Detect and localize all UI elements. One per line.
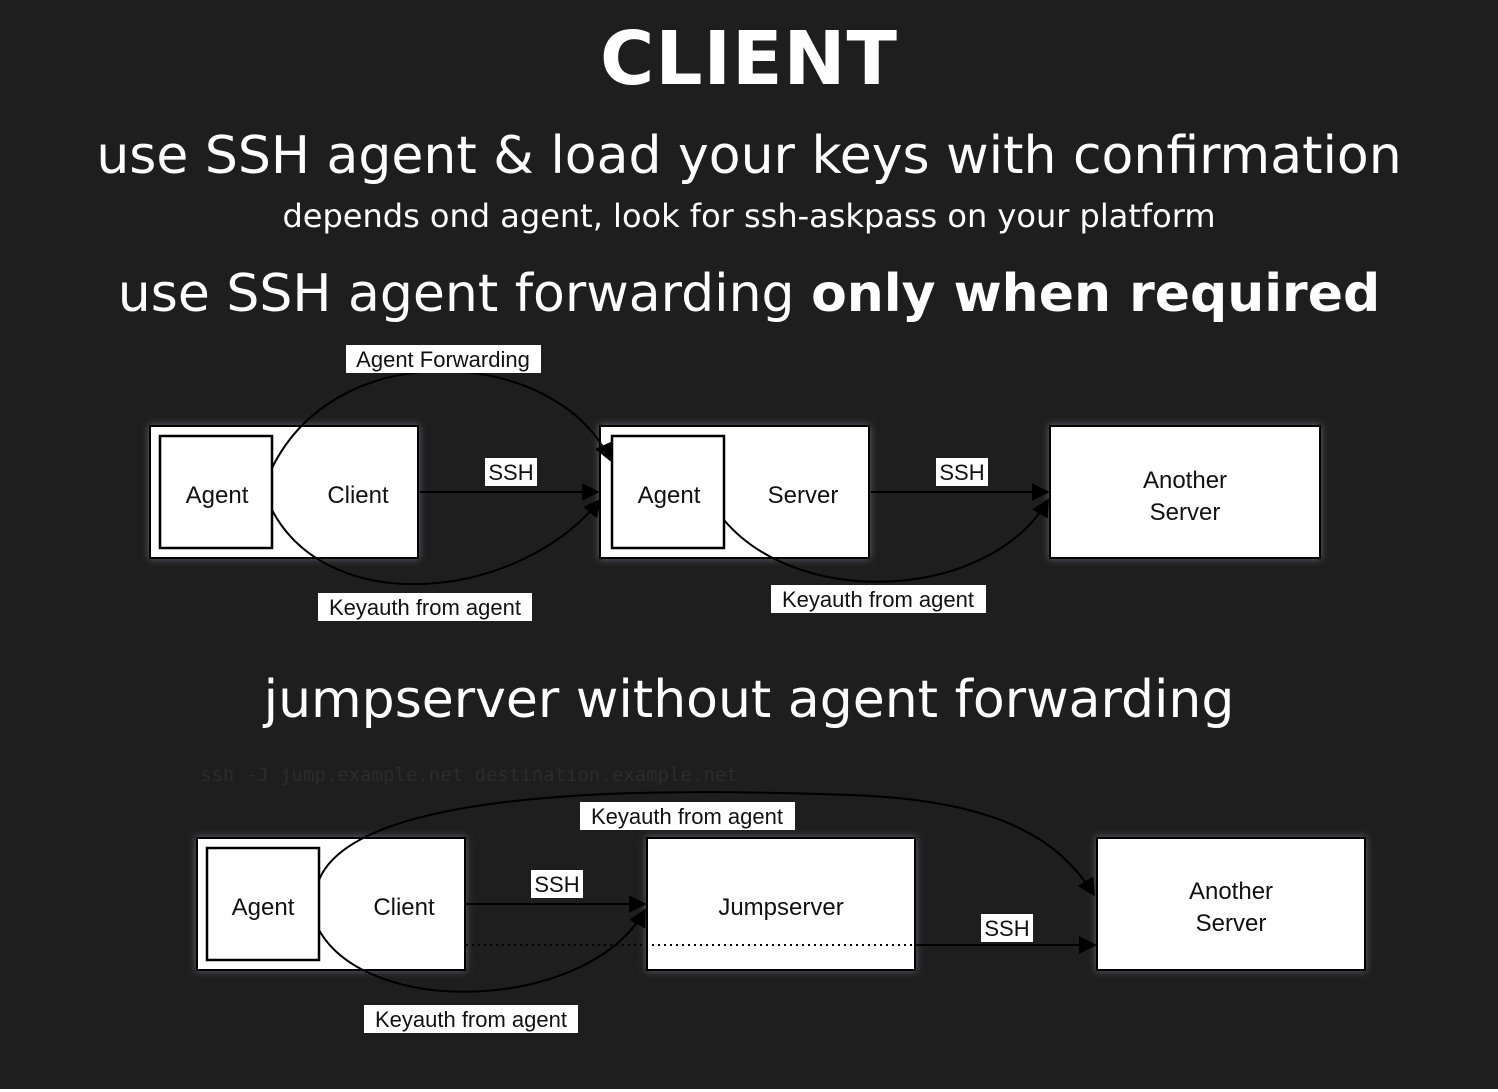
label-bg-keyauth-bottom <box>364 1005 578 1033</box>
slide-title: CLIENT <box>600 16 898 102</box>
slide-bottom-strip <box>0 1089 1498 1092</box>
label-keyauth-bottom: Keyauth from agent <box>375 1007 567 1032</box>
another-server-node-2 <box>1096 837 1366 971</box>
subheading-askpass: depends ond agent, look for ssh-askpass … <box>282 197 1216 235</box>
jumpserver-node <box>646 837 916 971</box>
client-label-2: Client <box>373 894 435 921</box>
label-bg-ssh-3 <box>531 870 583 898</box>
label-keyauth-2: Keyauth from agent <box>782 587 974 612</box>
label-bg-ssh-1 <box>485 458 537 486</box>
client-agent-node <box>158 434 274 550</box>
label-bg-keyauth-1 <box>318 593 532 621</box>
label-bg-agent-forwarding <box>346 345 541 373</box>
another-server-line2-1: Server <box>1150 499 1221 526</box>
label-bg-ssh-2 <box>936 458 988 486</box>
client-label: Client <box>327 482 389 509</box>
label-ssh-4: SSH <box>984 916 1029 941</box>
client-agent-node-2 <box>205 846 321 962</box>
client-agent-label-2: Agent <box>232 894 295 921</box>
another-server-node-1 <box>1049 425 1321 559</box>
diagram-agent-forwarding: Agent Client Agent Server Another Server… <box>149 345 1321 621</box>
another-server-line1-1: Another <box>1143 467 1227 494</box>
another-server-line1-2: Another <box>1189 878 1273 905</box>
edge-keyauth-server <box>723 498 1049 583</box>
label-bg-keyauth-top <box>580 802 795 830</box>
label-agent-forwarding: Agent Forwarding <box>356 347 530 372</box>
server-label: Server <box>768 482 839 509</box>
heading-agent-forwarding-prefix: use SSH agent forwarding <box>117 264 812 324</box>
diagram-jumpserver: Agent Client Jumpserver Another Server K… <box>196 791 1366 1033</box>
heading-ssh-agent-confirmation: use SSH agent & load your keys with conf… <box>96 126 1402 186</box>
label-ssh-3: SSH <box>534 872 579 897</box>
label-ssh-1: SSH <box>488 460 533 485</box>
heading-agent-forwarding: use SSH agent forwarding only when requi… <box>0 268 1498 320</box>
server-agent-label: Agent <box>638 482 701 509</box>
label-keyauth-1: Keyauth from agent <box>329 595 521 620</box>
label-ssh-2: SSH <box>939 460 984 485</box>
heading-agent-forwarding-emphasis: only when required <box>811 264 1381 324</box>
server-agent-node <box>610 434 726 550</box>
client-agent-label: Agent <box>186 482 249 509</box>
label-bg-ssh-4 <box>981 914 1033 942</box>
jump-command: ssh -J jump.example.net destination.exam… <box>200 764 738 786</box>
another-server-line2-2: Server <box>1196 910 1267 937</box>
edge-keyauth-bottom <box>318 908 646 993</box>
heading-jumpserver: jumpserver without agent forwarding <box>263 670 1235 730</box>
edge-keyauth-client <box>271 498 602 586</box>
label-bg-keyauth-2 <box>771 585 986 613</box>
edge-keyauth-top <box>318 791 1095 897</box>
label-keyauth-top: Keyauth from agent <box>591 804 783 829</box>
jumpserver-label: Jumpserver <box>718 894 843 921</box>
